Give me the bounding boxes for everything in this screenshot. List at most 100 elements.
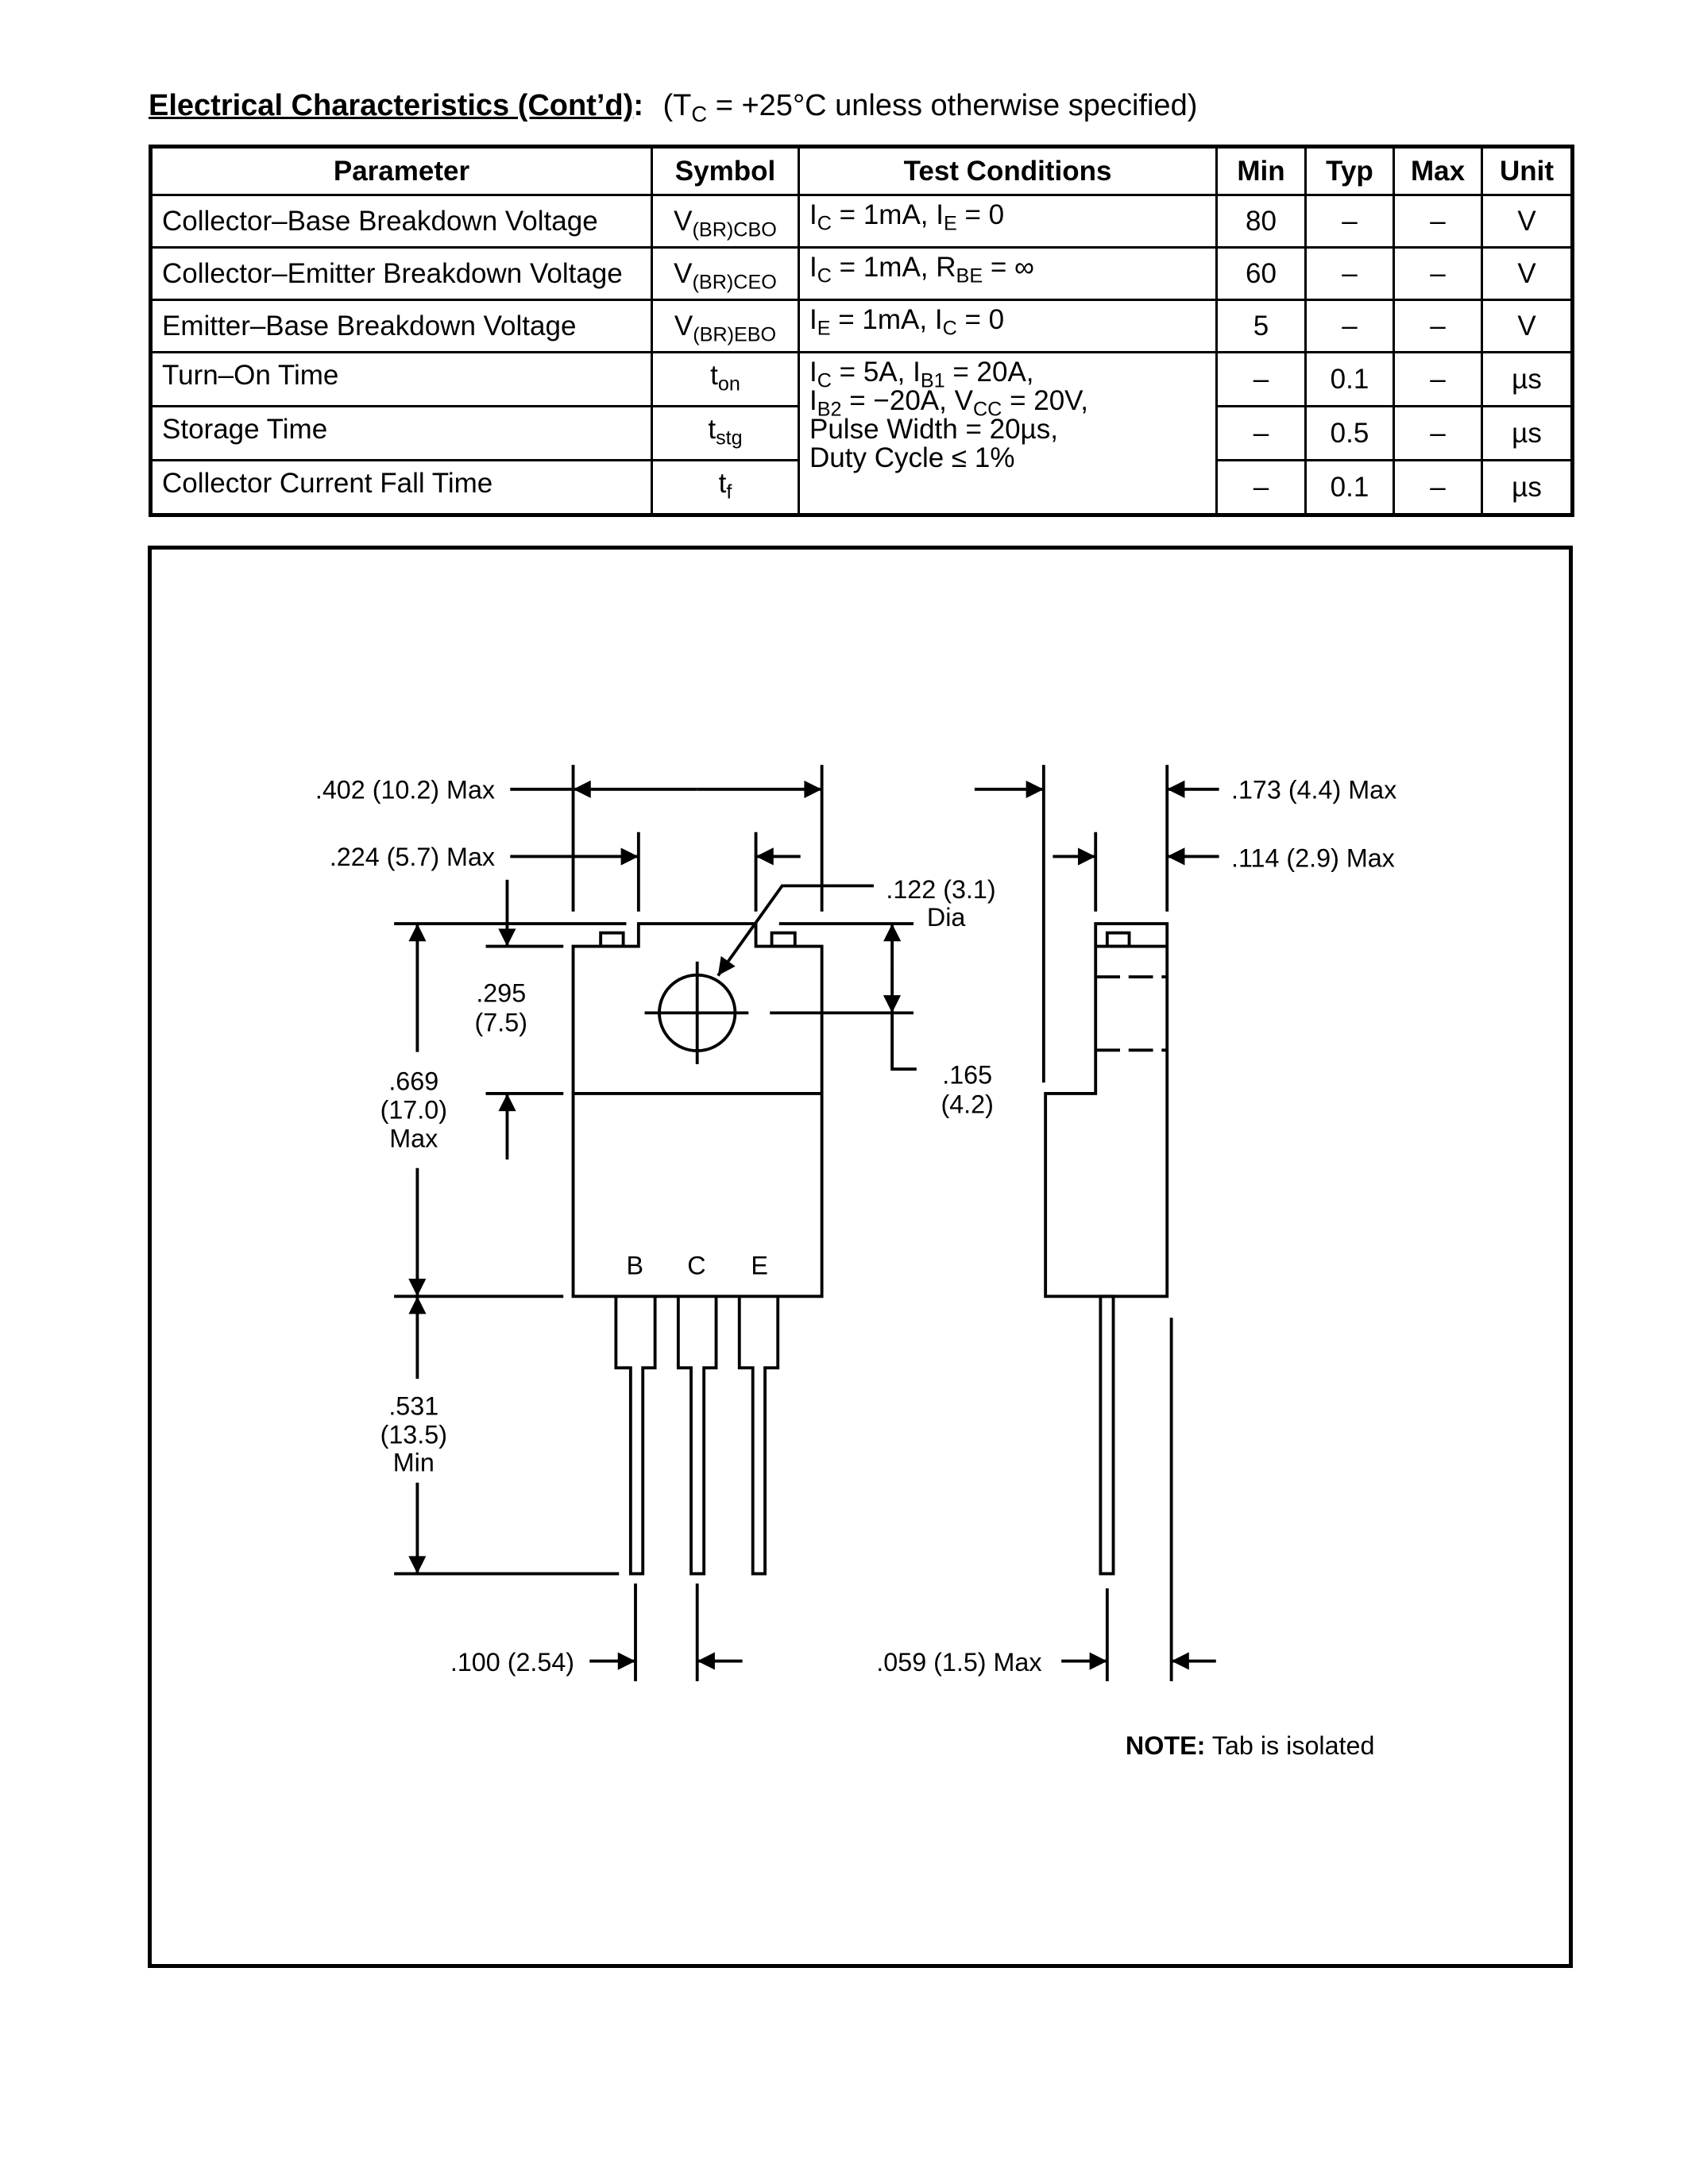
symbol-cell: V(BR)CBO <box>651 194 800 249</box>
section-heading: Electrical Characteristics (Cont’d) <box>149 89 634 122</box>
typ-cell: – <box>1304 194 1395 249</box>
header-max: Max <box>1393 145 1483 196</box>
dimension-arrows <box>408 780 1219 1670</box>
note: NOTE: Tab is isolated <box>1126 1731 1375 1760</box>
symbol-cell: V(BR)CEO <box>651 246 800 301</box>
test-conditions-cell: IC = 5A, IB1 = 20A,IB2 = −20A, VCC = 20V… <box>798 351 1218 516</box>
condition-line: IC = 5A, IB1 = 20A, <box>809 357 1206 392</box>
dim-hole-dia-label: Dia <box>927 903 965 932</box>
header-parameter: Parameter <box>149 145 653 196</box>
note-text: Tab is isolated <box>1205 1731 1374 1760</box>
condition-text: I <box>809 252 817 283</box>
heading-colon: : <box>633 89 643 122</box>
symbol-base: t <box>710 360 718 391</box>
condition-text: = 5A, I <box>831 357 921 388</box>
symbol-cell: V(BR)EBO <box>651 299 800 353</box>
symbol-base: V <box>674 257 693 289</box>
side-notch <box>1105 931 1131 948</box>
header-test-conditions: Test Conditions <box>798 145 1218 196</box>
symbol-base: t <box>708 414 717 445</box>
parameter-cell: Emitter–Base Breakdown Voltage <box>149 299 653 353</box>
condition-subscript: C <box>942 317 957 340</box>
parameter-cell: Storage Time <box>149 405 653 461</box>
pin-label-e: E <box>751 1252 768 1280</box>
symbol-cell: ton <box>651 351 800 407</box>
unit-cell: V <box>1481 246 1574 301</box>
parameter-cell: Collector–Base Breakdown Voltage <box>149 194 653 249</box>
dim-hole-label: .122 (3.1) <box>886 875 995 904</box>
symbol-base: t <box>718 468 727 499</box>
symbol-sub: (BR)CBO <box>692 218 777 241</box>
header-symbol: Symbol <box>651 145 800 196</box>
typ-cell: 0.1 <box>1304 351 1395 407</box>
min-cell: 80 <box>1215 194 1307 249</box>
dim-hole-pos-label-2: (4.2) <box>941 1090 993 1119</box>
condition-subscript: C <box>817 264 832 287</box>
condition-line: IB2 = −20A, VCC = 20V, <box>809 385 1206 420</box>
package-drawing: .402 (10.2) Max .224 (5.7) Max .122 (3.1… <box>315 765 1396 1760</box>
condition-text: = −20A, V <box>841 385 973 416</box>
condition-text: = 20V, <box>1002 385 1089 416</box>
symbol-base: V <box>674 205 693 237</box>
max-cell: – <box>1393 246 1483 301</box>
cond-prefix: (T <box>662 89 692 122</box>
max-cell: – <box>1393 459 1483 516</box>
typ-cell: 0.1 <box>1304 459 1395 516</box>
condition-text: = 1mA, I <box>830 304 943 335</box>
dim-height-label-3: Max <box>389 1125 438 1153</box>
condition-subscript: C <box>817 212 832 235</box>
condition-line: IC = 1mA, IE = 0 <box>809 199 1206 234</box>
tab-notch-right <box>770 931 797 948</box>
dim-lead-label-3: Min <box>393 1448 435 1476</box>
condition-text: Pulse Width = 20µs, <box>809 414 1058 445</box>
min-cell: 60 <box>1215 246 1307 301</box>
extension-lines <box>394 765 1173 1681</box>
symbol-base: V <box>674 310 693 341</box>
header-typ: Typ <box>1304 145 1395 196</box>
unit-cell: V <box>1481 194 1574 249</box>
max-cell: – <box>1393 299 1483 353</box>
condition-line: Duty Cycle ≤ 1% <box>809 444 1206 473</box>
parameter-cell: Collector–Emitter Breakdown Voltage <box>149 246 653 301</box>
symbol-cell: tf <box>651 459 800 516</box>
symbol-sub: f <box>726 480 732 504</box>
cond-suffix: = +25°C unless otherwise specified) <box>707 89 1198 122</box>
test-conditions-cell: IE = 1mA, IC = 0 <box>798 299 1218 353</box>
condition-text: = 0 <box>956 199 1005 230</box>
parameter-cell: Turn–On Time <box>149 351 653 407</box>
max-cell: – <box>1393 351 1483 407</box>
unit-cell: V <box>1481 299 1574 353</box>
condition-text: = 20A, <box>944 357 1034 388</box>
side-lead <box>1099 1295 1115 1576</box>
package-outline-box <box>148 546 1573 1968</box>
symbol-sub: on <box>717 372 740 396</box>
side-body-outline <box>1044 922 1169 1298</box>
section-title: Electrical Characteristics (Cont’d): (TC… <box>149 89 1198 125</box>
symbol-sub: (BR)EBO <box>693 323 777 346</box>
condition-text: = 0 <box>956 304 1005 335</box>
test-condition-note: (TC = +25°C unless otherwise specified) <box>662 89 1198 125</box>
min-cell: – <box>1215 459 1307 516</box>
max-cell: – <box>1393 405 1483 461</box>
condition-text: I <box>809 385 817 416</box>
condition-text: = ∞ <box>983 252 1034 283</box>
dim-tab-thick-label: .114 (2.9) Max <box>1231 844 1395 873</box>
symbol-sub: stg <box>716 426 743 450</box>
dim-tab-label-1: .295 <box>476 979 526 1008</box>
dim-lead-thick-label: .059 (1.5) Max <box>876 1648 1041 1677</box>
unit-cell: µs <box>1481 459 1574 516</box>
symbol-sub: (BR)CEO <box>692 271 777 294</box>
dim-tab-width-label: .224 (5.7) Max <box>330 843 495 871</box>
dim-lead-label-1: .531 <box>388 1392 438 1421</box>
pin-label-c: C <box>687 1252 705 1280</box>
condition-subscript: CC <box>972 398 1002 421</box>
condition-text: Duty Cycle ≤ 1% <box>809 442 1015 473</box>
max-cell: – <box>1393 194 1483 249</box>
